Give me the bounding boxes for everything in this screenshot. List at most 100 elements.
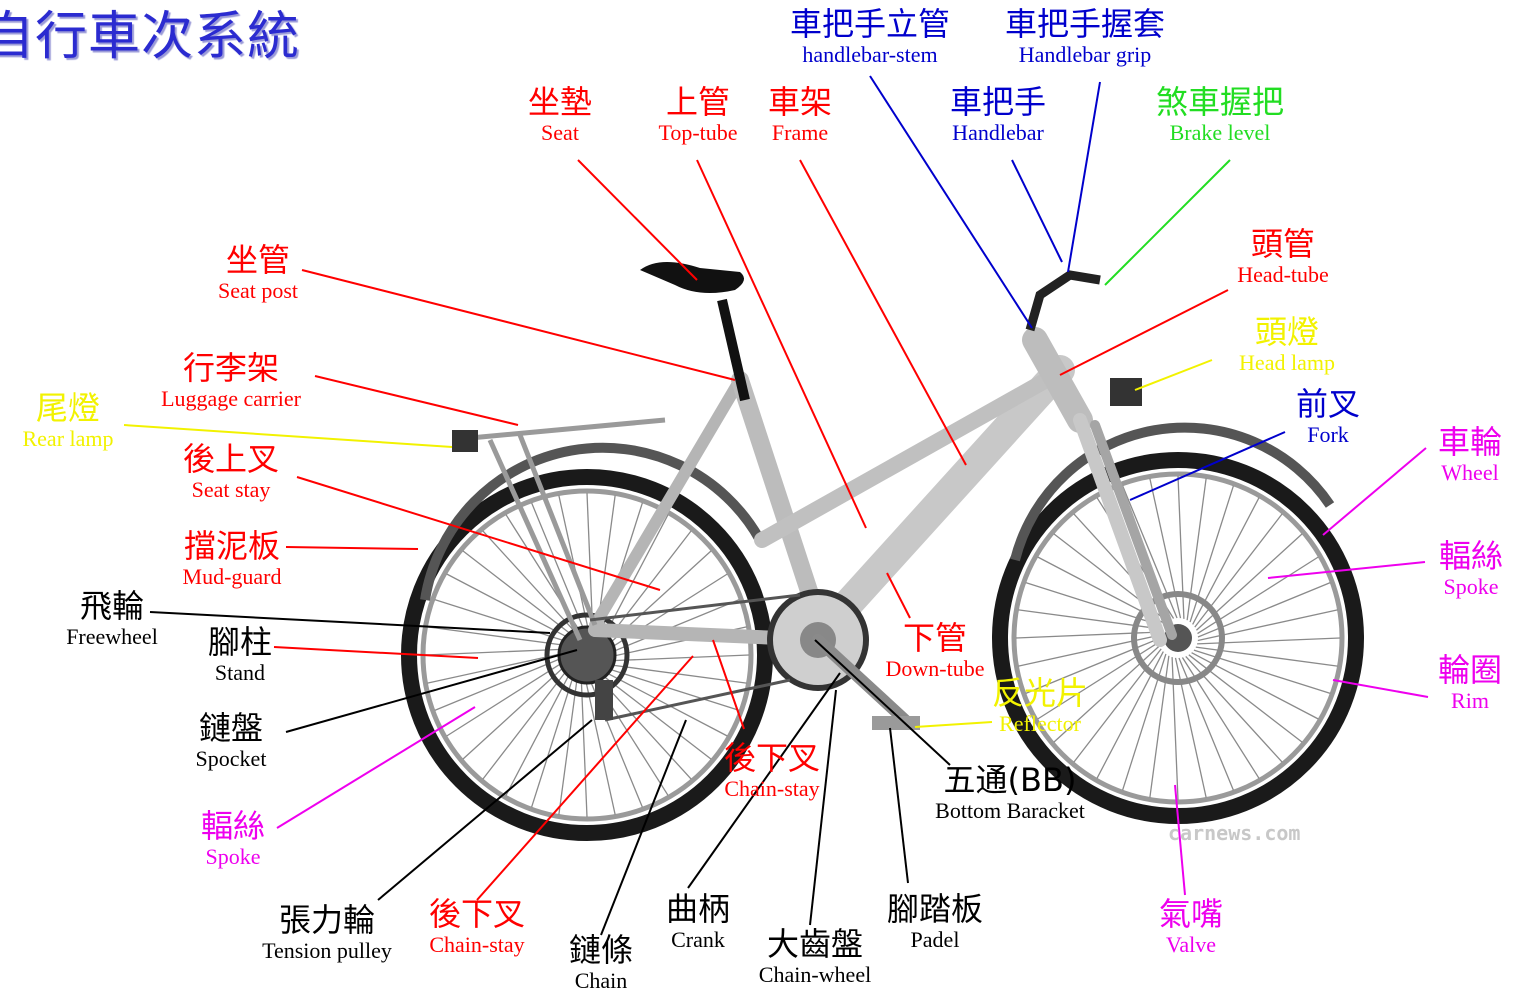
- chain-loop: [589, 593, 801, 722]
- leader-line: [1104, 159, 1231, 286]
- derailleur: [595, 680, 613, 720]
- front-mudguard: [1010, 422, 1335, 562]
- label-en: Fork: [1307, 422, 1349, 447]
- leader-line: [1332, 679, 1429, 698]
- pedal: [872, 716, 920, 730]
- label-zh: 氣嘴: [1158, 895, 1224, 933]
- label-en: Handlebar grip: [1018, 42, 1152, 67]
- label-zh: 擋泥板: [183, 527, 281, 565]
- label-en: Seat post: [217, 278, 299, 303]
- label-zh: 上管: [665, 83, 731, 121]
- leader-line: [696, 159, 867, 529]
- leader-line: [687, 672, 841, 889]
- leader-line: [814, 639, 951, 766]
- leader-line: [123, 424, 453, 448]
- leader-line: [809, 689, 837, 926]
- label-bottom-bracket: 五通(BB)Bottom Baracket: [935, 764, 1085, 822]
- frame: [588, 327, 1177, 650]
- label-zh: 腳柱: [207, 623, 273, 661]
- leader-line: [285, 649, 578, 733]
- saddle: [640, 261, 744, 294]
- leader-line: [314, 375, 519, 426]
- leader-line: [149, 611, 551, 634]
- label-en: Handlebar: [952, 120, 1044, 145]
- seat-post-tube: [717, 298, 750, 402]
- leader-line: [1067, 81, 1101, 273]
- leader-line: [301, 269, 736, 381]
- leader-line: [273, 646, 479, 659]
- leader-line: [1322, 447, 1427, 536]
- label-en: Seat: [541, 120, 579, 145]
- label-en: Chain-wheel: [758, 962, 872, 987]
- label-en: handlebar-stem: [802, 42, 938, 67]
- label-zh: 車把手: [949, 83, 1047, 121]
- rear-mudguard: [420, 442, 765, 601]
- leader-line: [296, 476, 661, 591]
- label-zh: 下管: [902, 619, 968, 657]
- label-zh: 輻絲: [1438, 537, 1504, 575]
- label-en: Rear lamp: [22, 426, 114, 451]
- leader-line: [914, 721, 993, 728]
- leader-line: [476, 655, 694, 901]
- leader-line: [577, 159, 698, 281]
- label-en: Brake level: [1169, 120, 1271, 145]
- luggage-carrier-rack: [469, 417, 666, 642]
- label-en: Mud-guard: [182, 564, 282, 589]
- label-zh: 頭燈: [1254, 313, 1319, 351]
- diagram-title: 自行車次系統: [0, 7, 301, 67]
- label-en: Chain-stay: [429, 932, 525, 957]
- leader-line: [886, 572, 911, 619]
- label-zh: 反光片: [991, 674, 1089, 712]
- label-zh: 鏈盤: [198, 709, 264, 747]
- leader-line: [869, 75, 1033, 329]
- rear-lamp-body: [452, 430, 478, 452]
- label-en: Tension pulley: [262, 938, 392, 963]
- label-zh: 輻絲: [200, 807, 266, 845]
- label-en: Down-tube: [885, 656, 985, 681]
- leader-line: [712, 639, 745, 730]
- watermark: carnews.com: [1168, 821, 1300, 845]
- label-en: Top-tube: [658, 120, 738, 145]
- leader-line: [377, 719, 593, 901]
- label-zh: 坐管: [225, 241, 290, 279]
- label-en: Freewheel: [66, 624, 158, 649]
- label-en: Wheel: [1441, 460, 1499, 485]
- head-lamp-body: [1110, 378, 1142, 406]
- label-zh: 車把手握套: [1004, 5, 1166, 43]
- leader-line: [1134, 359, 1213, 391]
- label-en: Chain-stay: [724, 776, 820, 801]
- label-en: Chain: [574, 968, 628, 993]
- label-zh: 車把手立管: [789, 5, 951, 43]
- leader-line: [285, 546, 419, 550]
- label-zh: 五通(BB): [943, 761, 1077, 799]
- label-zh: 大齒盤: [766, 925, 863, 963]
- label-en: Seat stay: [191, 477, 271, 502]
- label-zh: 頭管: [1250, 225, 1315, 263]
- label-zh: 腳踏板: [886, 890, 984, 928]
